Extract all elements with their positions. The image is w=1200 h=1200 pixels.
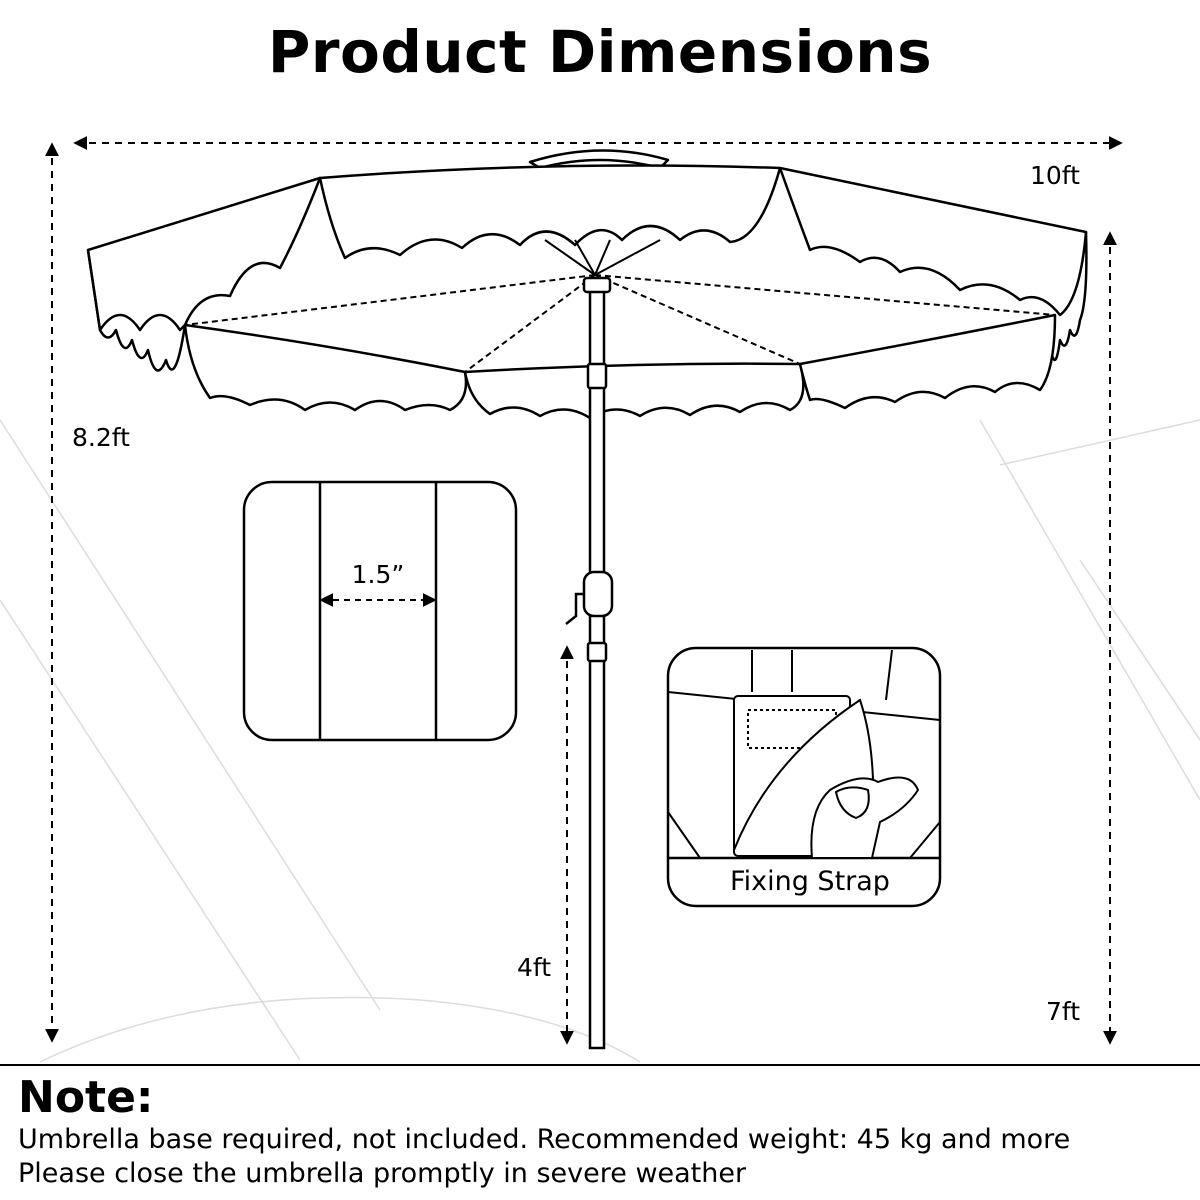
fixing-strap-illustration bbox=[667, 649, 941, 859]
note-line-weather: Please close the umbrella promptly in se… bbox=[18, 1158, 747, 1189]
rib-width-label: 1.5” bbox=[352, 560, 405, 589]
clearance-height-label: 7ft bbox=[1046, 997, 1080, 1026]
crank-handle bbox=[565, 570, 614, 625]
note-divider bbox=[0, 1064, 1200, 1066]
page-title: Product Dimensions bbox=[267, 18, 933, 86]
note-heading: Note: bbox=[18, 1072, 154, 1123]
umbrella-ribs bbox=[184, 239, 1056, 373]
umbrella-pole bbox=[582, 276, 612, 1050]
umbrella-canopy bbox=[86, 149, 1088, 420]
fixing-strap-label: Fixing Strap bbox=[730, 866, 890, 897]
total-height-label: 8.2ft bbox=[72, 423, 130, 452]
note-line-base: Umbrella base required, not included. Re… bbox=[18, 1124, 1071, 1155]
width-label: 10ft bbox=[1030, 161, 1080, 190]
rib-width-callout bbox=[242, 480, 518, 742]
crank-height-label: 4ft bbox=[517, 953, 551, 982]
